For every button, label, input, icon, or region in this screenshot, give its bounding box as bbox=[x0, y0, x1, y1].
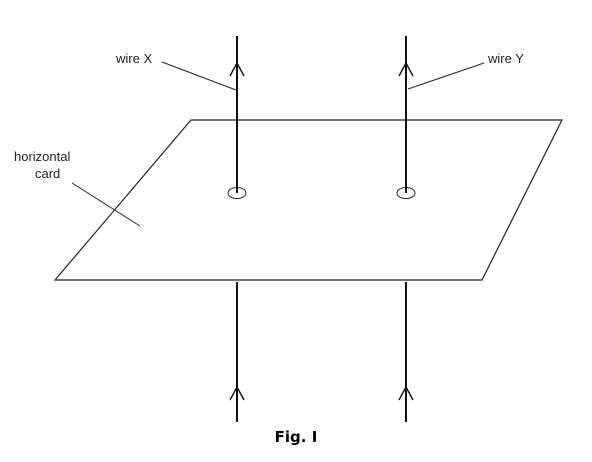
horizontal-card bbox=[53, 119, 563, 281]
wire-y-label: wire Y bbox=[487, 51, 524, 66]
wire-y-upper-arrow-icon bbox=[398, 61, 414, 77]
wire-x-lower-arrow-icon bbox=[229, 385, 245, 401]
wire-y-lower-arrow-icon bbox=[398, 385, 414, 401]
figure-caption: Fig. I bbox=[275, 428, 318, 446]
card-label-line1: horizontal bbox=[14, 149, 70, 164]
wire-x-hole bbox=[227, 187, 247, 199]
card-label-line2: card bbox=[35, 166, 60, 181]
wire-x-leader-line bbox=[161, 61, 237, 91]
wire-x-label: wire X bbox=[115, 51, 152, 66]
wire-x-upper-arrow-icon bbox=[229, 61, 245, 77]
wire-y-leader-line bbox=[407, 62, 485, 90]
wire-y-hole bbox=[396, 187, 416, 199]
card-leader-line bbox=[71, 182, 141, 227]
